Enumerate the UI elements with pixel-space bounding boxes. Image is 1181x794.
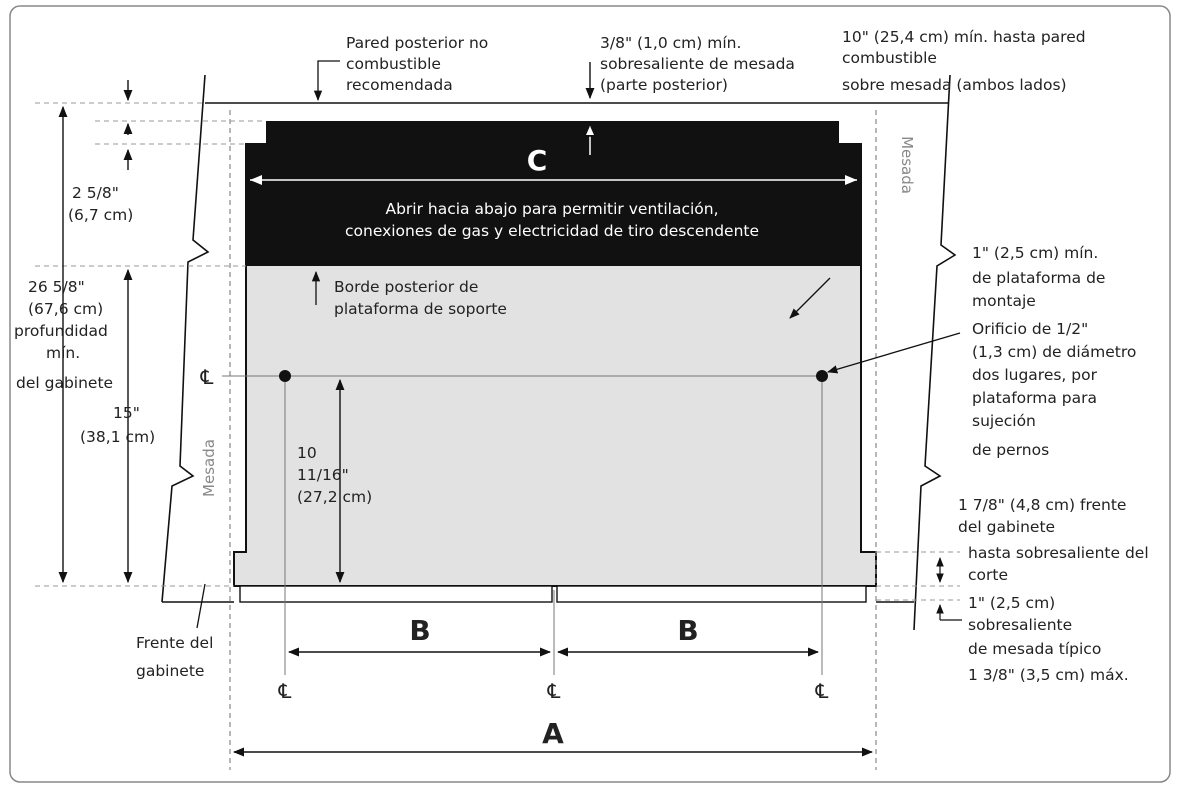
wall-clearance-note-line2: combustible: [842, 49, 937, 67]
wall-clearance-note-line1: 10" (25,4 cm) mín. hasta pared: [842, 28, 1086, 46]
hole-note-line1: Orificio de 1/2": [972, 320, 1088, 338]
front-overhang-line1: 1 7/8" (4,8 cm) frente: [958, 496, 1126, 514]
rear-overhang-note-line1: 3/8" (1,0 cm) mín.: [600, 34, 741, 52]
cabinet-front-line1: Frente del: [136, 634, 213, 652]
dim-2-5-8-line1: 2 5/8": [72, 184, 119, 202]
dimension-b-left-label: B: [409, 614, 430, 647]
dim-10-11-16-line2: 11/16": [297, 466, 349, 484]
open-down-note-line1: Abrir hacia abajo para permitir ventilac…: [385, 200, 718, 218]
rear-wall-note-line3: recomendada: [346, 76, 453, 94]
hole-note-line5: sujeción: [972, 412, 1036, 430]
cabinet-front-line2: gabinete: [136, 662, 204, 680]
cabinet-depth-line1: 26 5/8": [28, 278, 85, 296]
hole-note-line6: de pernos: [972, 441, 1049, 459]
bolt-hole-left: [279, 370, 291, 382]
centerline-symbol-hole: ℄: [200, 365, 214, 389]
wall-clearance-note-line3: sobre mesada (ambos lados): [842, 76, 1067, 94]
typical-overhang-line2: sobresaliente: [968, 616, 1072, 634]
front-overhang-line3: hasta sobresaliente del: [968, 544, 1149, 562]
platform-min-line2: de plataforma de: [972, 269, 1105, 287]
cabinet-depth-line3: profundidad: [14, 322, 108, 340]
dim-10-11-16-line3: (27,2 cm): [297, 488, 372, 506]
dim-15-line2: (38,1 cm): [80, 428, 155, 446]
left-countertop-edge: [161, 74, 210, 603]
open-down-note-line2: conexiones de gas y electricidad de tiro…: [345, 222, 759, 240]
rear-wall-leader: [313, 60, 340, 102]
dim-15-line1: 15": [113, 404, 140, 422]
hole-note-line4: plataforma para: [972, 389, 1097, 407]
hole-leader: [827, 332, 961, 374]
cabinet-depth-line4: mín.: [46, 344, 80, 362]
support-edge-line2: plataforma de soporte: [334, 300, 507, 318]
typical-overhang-line4: 1 3/8" (3,5 cm) máx.: [968, 666, 1129, 684]
countertop-label-right: Mesada: [898, 136, 916, 194]
front-overhang-line2: del gabinete: [958, 518, 1055, 536]
typical-overhang-line1: 1" (2,5 cm): [968, 594, 1055, 612]
platform-min-line3: montaje: [972, 292, 1036, 310]
front-overhang-line4: corte: [968, 566, 1008, 584]
centerline-symbol-left: ℄: [278, 679, 292, 703]
platform-min-leader: [789, 277, 831, 319]
typical-overhang-line3: de mesada típico: [968, 640, 1101, 658]
centerline-symbol-right: ℄: [815, 679, 829, 703]
platform-min-line1: 1" (2,5 cm) mín.: [972, 244, 1098, 262]
hole-note-line3: dos lugares, por: [972, 366, 1098, 384]
dimension-a-label: A: [542, 717, 564, 750]
dim-10-11-16-line1: 10: [297, 444, 317, 462]
bolt-hole-right: [816, 370, 828, 382]
support-edge-line1: Borde posterior de: [334, 278, 478, 296]
front-trim-right: [556, 585, 867, 603]
cabinet-front-leader: [196, 583, 206, 629]
dimension-c-label: C: [527, 144, 548, 177]
dimension-b-right-label: B: [677, 614, 698, 647]
cutout-rear-zone: [246, 121, 861, 266]
rear-overhang-note-line2: sobresaliente de mesada: [600, 55, 795, 73]
rear-wall-note-line2: combustible: [346, 55, 441, 73]
front-trim-left: [239, 585, 553, 603]
dim-2-5-8-line2: (6,7 cm): [68, 206, 133, 224]
centerline-symbol-center: ℄: [547, 679, 561, 703]
right-countertop-edge: [913, 74, 957, 631]
rear-overhang-note-line3: (parte posterior): [600, 76, 728, 94]
cabinet-depth-line5: del gabinete: [16, 374, 113, 392]
countertop-label-left: Mesada: [200, 439, 218, 497]
reference-lines: [35, 102, 960, 601]
cabinet-depth-line2: (67,6 cm): [28, 300, 103, 318]
diagram-border: [9, 5, 1171, 783]
rear-wall-note-line1: Pared posterior no: [346, 34, 488, 52]
hole-note-line2: (1,3 cm) de diámetro: [972, 343, 1136, 361]
